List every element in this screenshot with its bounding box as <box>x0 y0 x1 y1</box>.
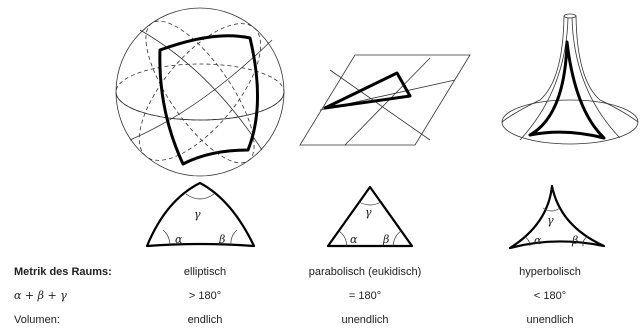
cell-euclidean-metric: parabolisch (eukidisch) <box>308 266 422 278</box>
gamma-label-hyperbolic: γ <box>547 214 554 227</box>
triangle-hyperbolic <box>508 184 606 250</box>
cell-hyperbolic-angle-sum: < 180° <box>533 290 567 302</box>
hyperbolic-triangle <box>528 40 606 140</box>
beta-label-euclidean: β <box>382 233 389 246</box>
beta-label-elliptic: β <box>218 233 225 246</box>
cell-euclidean-volume: unendlich <box>341 314 389 326</box>
row-metric: Metrik des Raums: elliptisch parabolisch… <box>0 262 642 282</box>
row-label-volume: Volumen: <box>14 314 60 326</box>
row-volume: Volumen: endlich unendlich unendlich <box>0 310 642 330</box>
cell-hyperbolic-volume: unendlich <box>526 314 574 326</box>
planar-triangle <box>323 71 412 110</box>
cell-elliptic-volume: endlich <box>187 314 223 326</box>
gamma-label-elliptic: γ <box>194 208 201 221</box>
row-label-angle-sum: α + β + γ <box>14 289 67 302</box>
gamma-label-euclidean: γ <box>365 206 372 219</box>
row-angle-sum: α + β + γ > 180° = 180° < 180° <box>0 286 642 306</box>
cell-elliptic-metric: elliptisch <box>183 266 227 278</box>
alpha-label-hyperbolic: α <box>534 234 542 247</box>
beta-label-hyperbolic: β <box>571 234 578 247</box>
alpha-label-euclidean: α <box>350 233 358 246</box>
triangle-elliptic <box>145 181 256 248</box>
row-label-metric: Metrik des Raums: <box>14 266 112 278</box>
alpha-label-elliptic: α <box>175 233 183 246</box>
spherical-triangle <box>158 34 260 166</box>
cell-euclidean-angle-sum: = 180° <box>348 290 382 302</box>
triangle-euclidean <box>326 185 414 248</box>
cell-elliptic-angle-sum: > 180° <box>188 290 222 302</box>
comparison-table: Metrik des Raums: elliptisch parabolisch… <box>0 262 642 333</box>
cell-hyperbolic-metric: hyperbolisch <box>519 266 581 278</box>
pseudosphere-diagram <box>501 13 639 145</box>
geometry-figure: γ α β γ α β γ α β <box>115 7 639 250</box>
